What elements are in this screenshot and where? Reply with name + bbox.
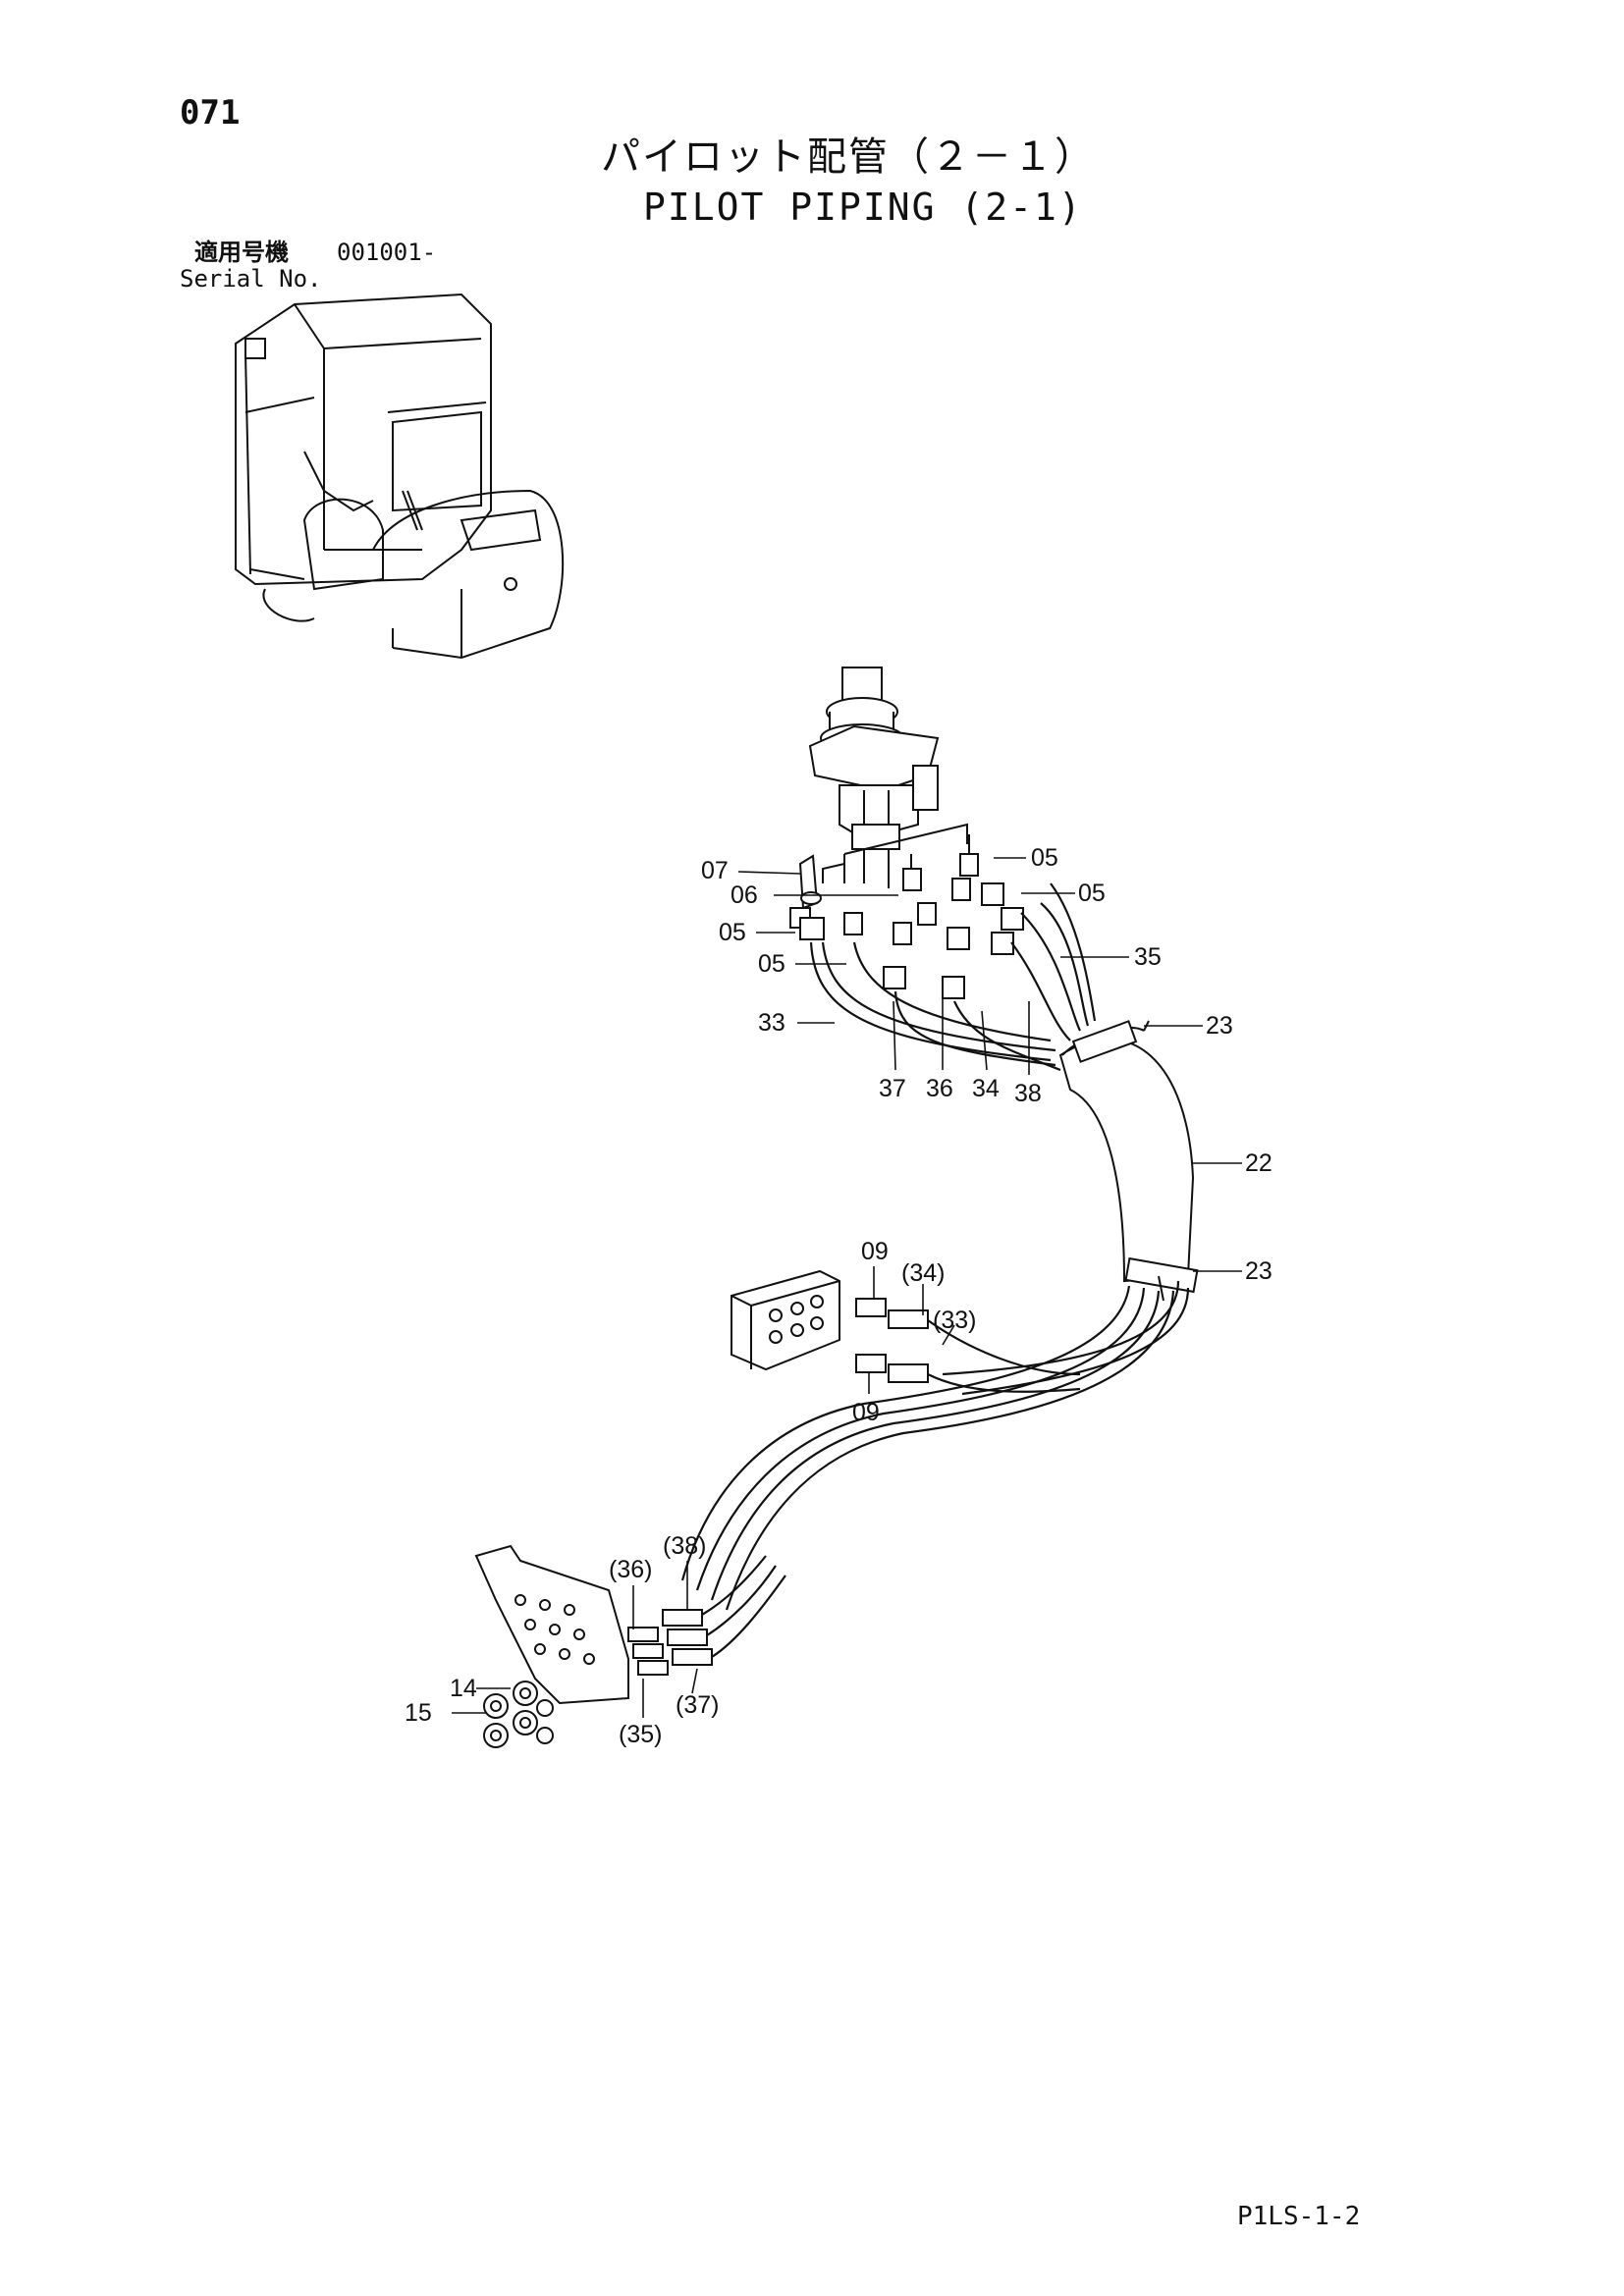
fittings-upper: [789, 834, 1024, 999]
serial-label-japanese: 適用号機: [194, 239, 289, 266]
callout-37: 37: [879, 1075, 906, 1102]
page-title-japanese: パイロット配管（２－１）: [601, 134, 1096, 180]
nuts-and-washers: [483, 1681, 554, 1748]
page-number: 071: [180, 93, 241, 133]
callout-38-parenthesized: (38): [663, 1532, 706, 1560]
page-code: P1LS-1-2: [1237, 2202, 1361, 2231]
callout-05-top-right: 05: [1031, 844, 1058, 872]
callout-labels: 07 06 05 05 05 05 35 33 23 37 36 34 38 2…: [405, 844, 1272, 1748]
serial-label-english: Serial No.: [180, 265, 322, 293]
protective-sleeve: [1058, 1020, 1199, 1302]
callout-05-left: 05: [719, 919, 746, 946]
callout-33-parenthesized: (33): [933, 1307, 976, 1334]
callout-36: 36: [926, 1075, 953, 1102]
callout-22: 22: [1245, 1149, 1272, 1177]
pilot-valve: [808, 667, 968, 888]
callout-15: 15: [405, 1699, 432, 1727]
callout-06: 06: [731, 881, 758, 909]
callout-33: 33: [758, 1009, 785, 1037]
page-title-english: PILOT PIPING (2-1): [643, 186, 1083, 229]
callout-23-upper: 23: [1206, 1012, 1233, 1040]
callout-09-upper: 09: [861, 1238, 889, 1265]
callout-09-lower: 09: [852, 1399, 880, 1426]
callout-05-right: 05: [1078, 880, 1106, 907]
mounting-bracket: [474, 1544, 786, 1705]
leader-lines: [452, 857, 1242, 1718]
callout-37-parenthesized: (37): [676, 1691, 719, 1719]
callout-36-parenthesized: (36): [609, 1556, 652, 1583]
callout-35-parenthesized: (35): [619, 1721, 662, 1748]
excavator-cab-illustration: [235, 293, 565, 660]
manifold-block: [731, 1269, 1081, 1393]
callout-35: 35: [1134, 943, 1162, 971]
callout-34-parenthesized: (34): [901, 1259, 945, 1287]
callout-07: 07: [701, 857, 729, 884]
callout-34: 34: [972, 1075, 1000, 1102]
hoses-lower: [680, 1280, 1190, 1611]
callout-38: 38: [1014, 1080, 1042, 1107]
serial-number-value: 001001-: [337, 239, 437, 266]
callout-23-lower: 23: [1245, 1257, 1272, 1285]
callout-05-lower-left: 05: [758, 950, 785, 978]
callout-14: 14: [450, 1675, 477, 1702]
